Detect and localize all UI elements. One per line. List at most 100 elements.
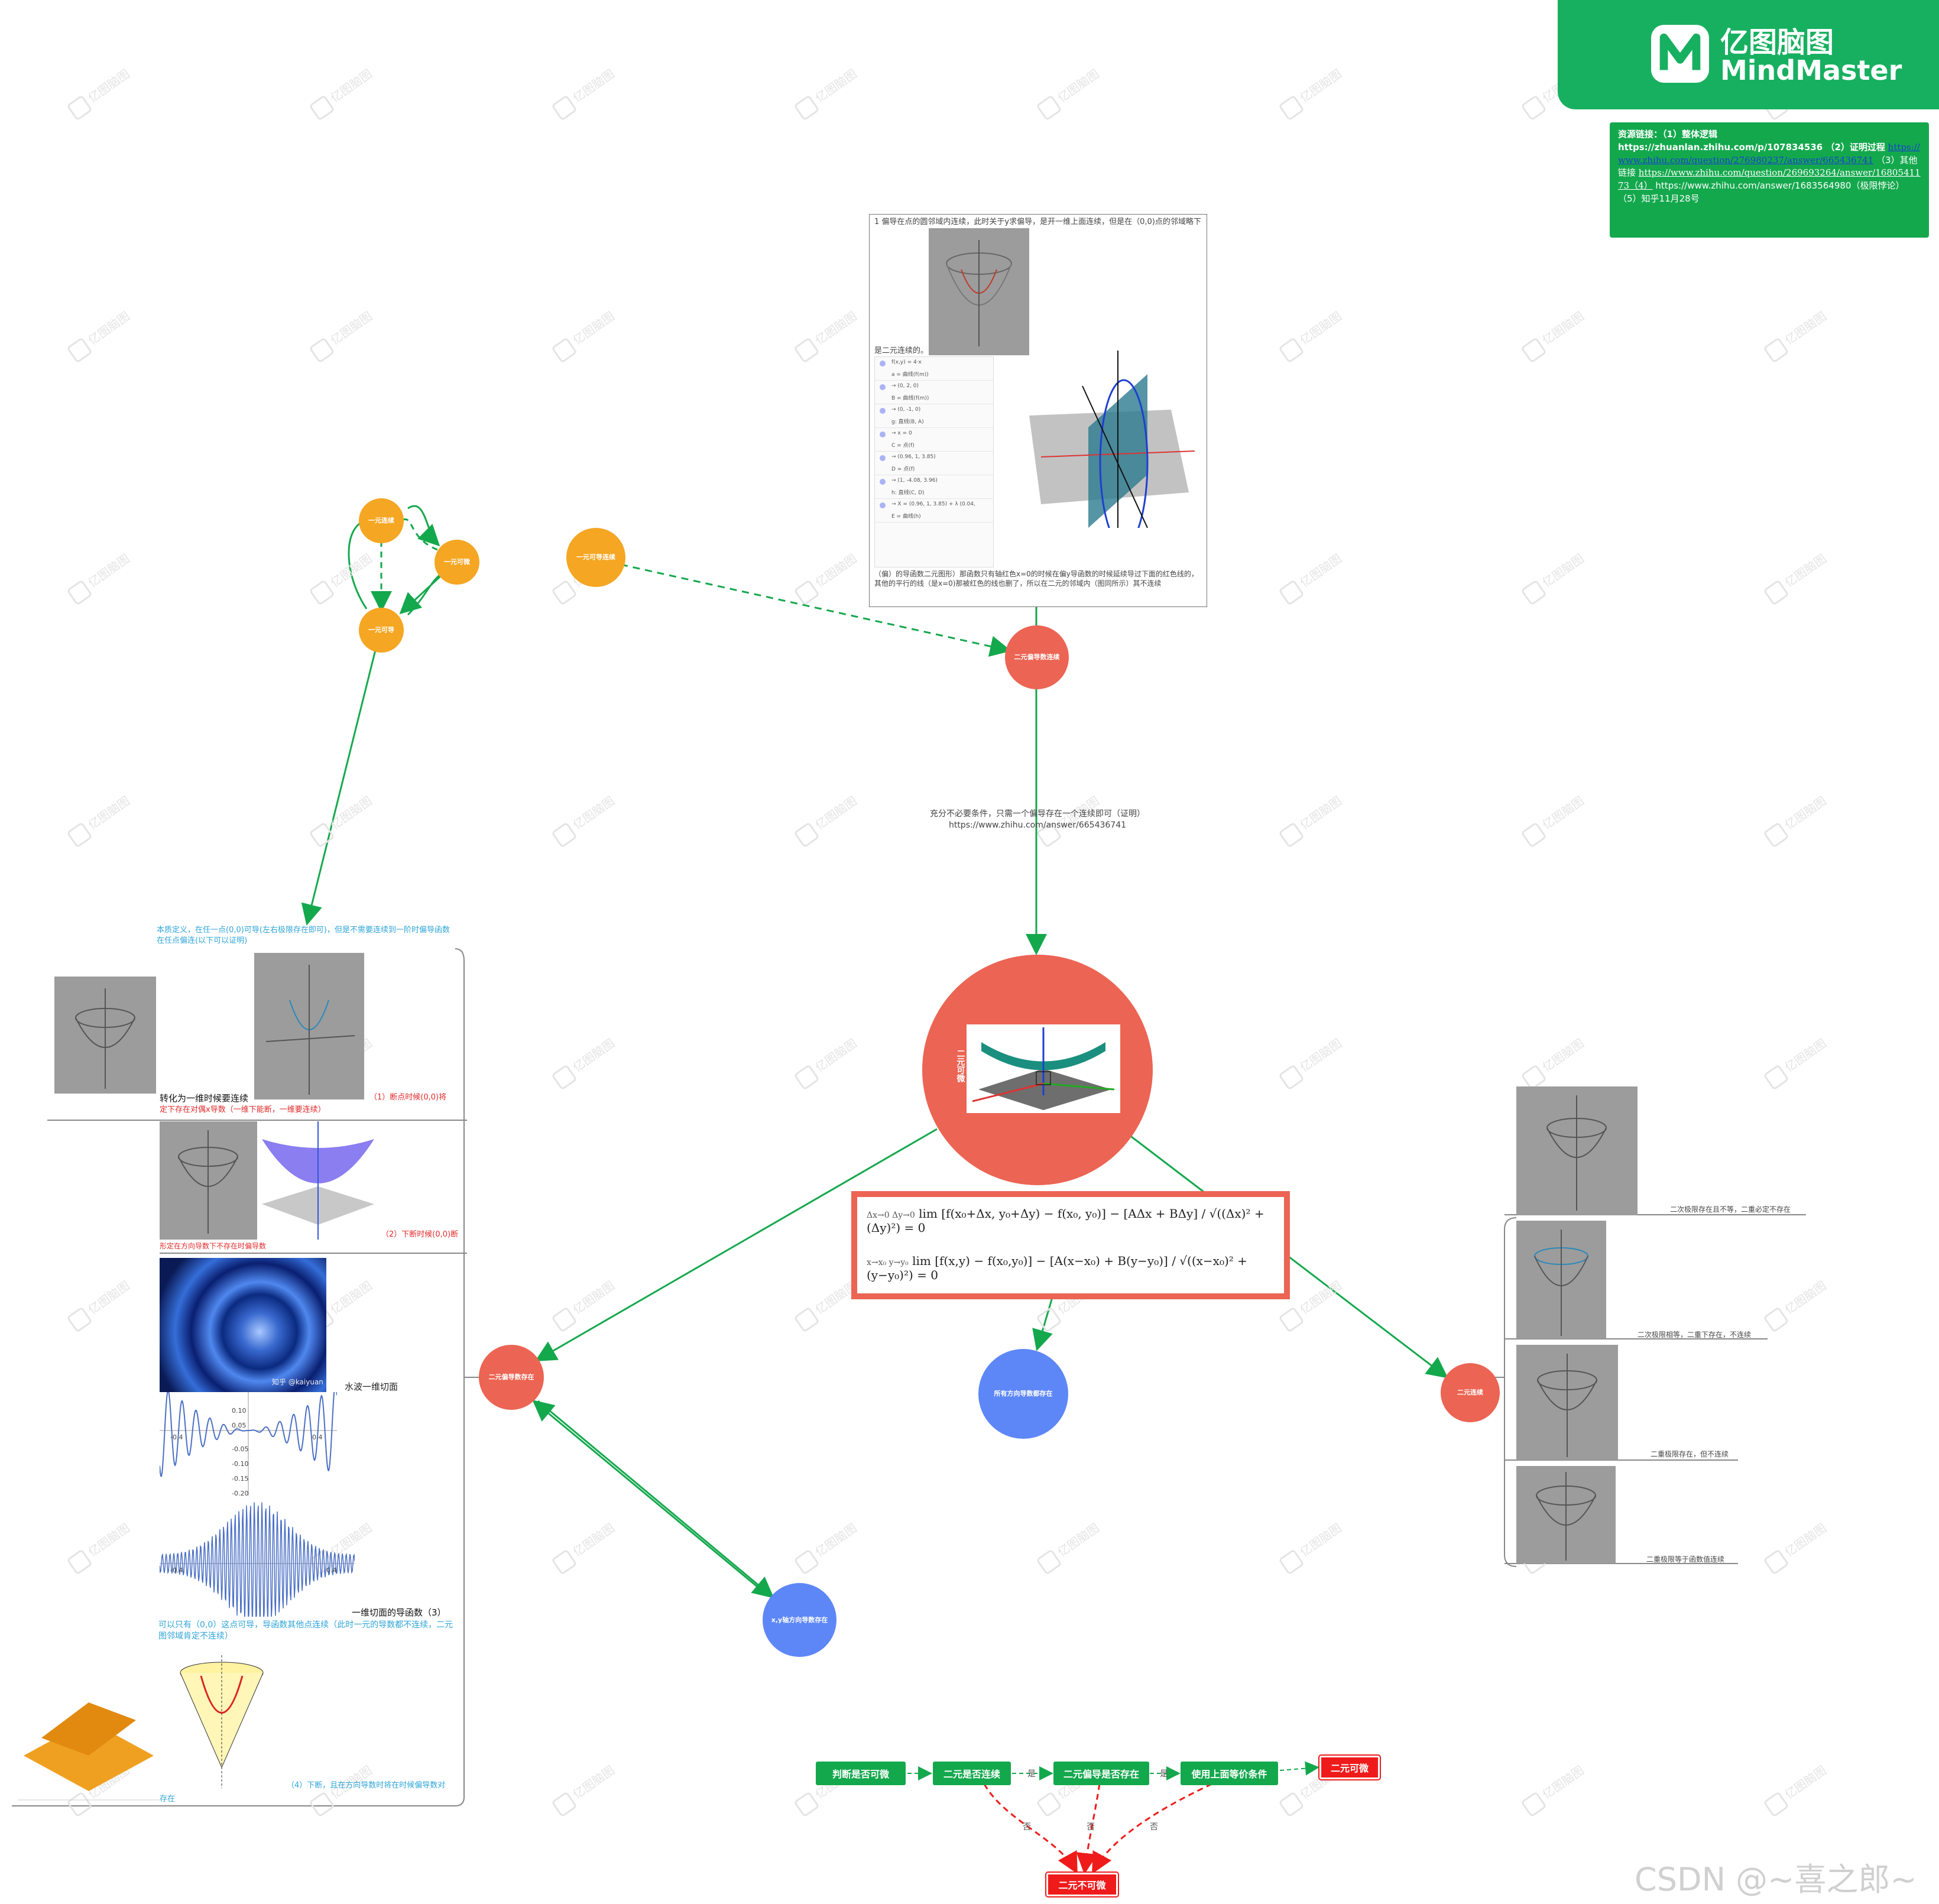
geogebra-row: C = 点(f) [875, 439, 993, 452]
node-partial-derivative-continuous[interactable]: 二元偏导数连续 [1005, 625, 1069, 689]
node-xy-partial-derivatives[interactable]: x,y轴方向导数存在 [763, 1583, 836, 1657]
geogebra-visibility-icon[interactable] [880, 408, 886, 414]
edge-label-sufficient: 充分不必要条件，只需一个偏导存在一个连续即可（证明）https://www.zh… [930, 809, 1145, 830]
cone-sketch [160, 1649, 284, 1791]
left-note-2b: （2）下断时候(0,0)断 [381, 1230, 459, 1239]
right-note-4: 二重极限等于函数值连续 [1646, 1555, 1725, 1564]
brand-banner: 亿图脑图 MindMaster [1558, 0, 1939, 109]
derivative-curve [159, 1502, 355, 1625]
node-partial-derivatives-exist[interactable]: 二元偏导数存在 [479, 1345, 544, 1410]
x-tick-label: -0.4 [170, 1433, 183, 1441]
top-photo-paraboloid [929, 228, 1029, 355]
flow-partial-exists[interactable]: 二元偏导是否存在 [1053, 1762, 1149, 1785]
right-photo-1 [1516, 1086, 1638, 1215]
saddle-render [18, 1667, 160, 1803]
resource-mid: （3）其他链接 [1618, 154, 1918, 179]
right-brace [1504, 1217, 1517, 1567]
resource-link-1[interactable]: https://www.zhihu.com/question/276980237… [1618, 141, 1920, 166]
geogebra-row: a = 曲线(f(m)) [875, 368, 993, 381]
center-surface-image [967, 1024, 1120, 1113]
cross-section-curve [159, 1384, 338, 1477]
node-one-var-derivable[interactable]: 一元可导 [359, 608, 404, 653]
top-note-panel: 1 偏导在点的圆邻域内连续，此时关于y求偏导，是开一维上面连续，但是在（0,0)… [869, 214, 1207, 607]
geogebra-visibility-icon[interactable] [880, 479, 886, 485]
y-tick-label: -0.15 [232, 1475, 248, 1483]
flow-result-differentiable[interactable]: 二元可微 [1318, 1754, 1381, 1780]
flow-bivariate-continuous[interactable]: 二元是否连续 [933, 1762, 1011, 1785]
flow-result-not-differentiable[interactable]: 二元不可微 [1045, 1871, 1119, 1897]
left-note-1: （1）断点时候(0,0)将 [369, 1093, 447, 1102]
node-one-var-continuous[interactable]: 一元连续 [359, 498, 404, 543]
left-note-definition: 本质定义，在任一点(0,0)可导(左右极限存在即可)，但是不需要连续到一阶时偏导… [157, 926, 450, 945]
node-all-directional-derivatives[interactable]: 所有方向导数都存在 [978, 1349, 1068, 1439]
csdn-watermark: CSDN @~喜之郎~ [1635, 1861, 1917, 1898]
flow-use-equivalent[interactable]: 使用上面等价条件 [1181, 1762, 1278, 1785]
edge-deriv-leftpanel [301, 650, 377, 926]
node-one-var-differentiable[interactable]: 一元可微 [435, 540, 479, 585]
x-tick-label: 0.4 [326, 1566, 337, 1574]
edge-center-pe [534, 1128, 938, 1362]
left-note-4b: 可以只有（0,0）这点可导，导函数其他点连续（此时一元的导数都不连续，二元图邻域… [158, 1620, 453, 1641]
geogebra-row: → x = 0 [875, 428, 993, 439]
left-photo-2 [254, 953, 364, 1099]
node-bivariate-continuous[interactable]: 二元连续 [1441, 1363, 1500, 1422]
left-brace [455, 948, 465, 1806]
formula-line-1: Δx→0 Δy→0 lim [f(x₀+Δx, y₀+Δy) − f(x₀, y… [867, 1206, 1264, 1235]
top-note-text-1: 1 偏导在点的圆邻域内连续，此时关于y求偏导，是开一维上面连续，但是在（0,0)… [874, 218, 1201, 226]
geogebra-visibility-icon[interactable] [880, 384, 886, 390]
geogebra-row: → (0, -1, 0) [875, 404, 993, 415]
x-tick-label: -0.4 [170, 1566, 183, 1574]
y-tick-label: -0.05 [232, 1445, 248, 1453]
edge-xy-pe [532, 1400, 769, 1597]
geogebra-visibility-icon[interactable] [880, 455, 886, 461]
geogebra-row: h: 直线(C, D) [875, 486, 993, 499]
resource-note: 资源链接：（1）整体逻辑https://zhuanlan.zhihu.com/p… [1610, 122, 1929, 238]
left-note-4a: 一维切面的导函数（3） [352, 1607, 446, 1618]
resource-link-2[interactable]: https://www.zhihu.com/question/269693264… [1618, 167, 1921, 191]
flow-yes-2: 是 [1160, 1769, 1168, 1779]
geogebra-3d-view [1023, 351, 1198, 547]
geogebra-row: f(x,y) = 4·x [875, 357, 993, 368]
right-photo-4 [1516, 1466, 1616, 1564]
geogebra-visibility-icon[interactable] [880, 361, 886, 366]
flow-no-1: 否 [1023, 1822, 1031, 1832]
right-note-1: 二次极限存在且不等，二重必定不存在 [1670, 1205, 1791, 1214]
left-note-5: （4）下断，且在方向导数时将在时候偏导数对 [287, 1781, 446, 1790]
x-tick-label: 0.4 [312, 1433, 323, 1441]
geogebra-row: → (1, -4.08, 3.96) [875, 475, 993, 486]
left-cone-render [256, 1121, 380, 1240]
y-tick-label: -0.20 [232, 1490, 248, 1496]
y-tick-label: -0.10 [232, 1460, 248, 1468]
y-tick-label: 0.05 [232, 1422, 247, 1429]
brand-name-cn: 亿图脑图 [1720, 26, 1834, 59]
formula-line-2: x→x₀ y→y₀ lim [f(x,y) − f(x₀,y₀)] − [A(x… [867, 1254, 1247, 1282]
edge-diff-cont [401, 518, 438, 551]
ripple-image [160, 1258, 326, 1392]
edge-pe-xy [537, 1400, 774, 1598]
node-one-var-partial-continuous[interactable]: 一元可导连续 [566, 528, 625, 587]
resource-tail: https://www.zhihu.com/answer/1683564980（… [1618, 180, 1905, 204]
mindmaster-logo-icon [1651, 25, 1709, 83]
geogebra-visibility-icon[interactable] [880, 502, 886, 508]
edge-center-ad [1032, 1297, 1053, 1351]
geogebra-row: → X = (0.96, 1, 3.85) + λ (0.04, [875, 499, 993, 510]
differentiability-formula: Δx→0 Δy→0 lim [f(x₀+Δx, y₀+Δy) − f(x₀, y… [851, 1191, 1290, 1299]
geogebra-visibility-icon[interactable] [880, 432, 886, 437]
derivative-plot: -0.4 0.4 [159, 1498, 355, 1625]
top-note-text-3: （偏）的导函数二元图形）那函数只有轴红色x=0的时候在偏y导函数的时候延续导过下… [874, 570, 1198, 588]
right-photo-3 [1516, 1345, 1618, 1460]
left-note-2a: 形定在方向导数下不存在时偏导数 [160, 1242, 267, 1250]
left-note-1c: 定下存在对偶x导数（一维下能断，一维要连续） [160, 1105, 326, 1114]
resource-lead: 资源链接：（1）整体逻辑https://zhuanlan.zhihu.com/p… [1618, 129, 1885, 153]
flow-judge-differentiable[interactable]: 判断是否可微 [816, 1762, 906, 1785]
right-note-3: 二重极限存在，但不连续 [1651, 1450, 1729, 1458]
left-photo-1 [54, 977, 156, 1094]
edge-cont-diff [407, 505, 440, 547]
node-bivariate-differentiable[interactable]: 二元可微 [922, 955, 1153, 1185]
left-note-ripple-credit: 知乎 @kaiyuan [272, 1378, 323, 1386]
geogebra-row: E = 曲线(h) [875, 510, 993, 523]
left-note-1b: 转化为一维时候要连续 [160, 1093, 249, 1104]
flow-no-3: 否 [1150, 1822, 1158, 1832]
geogebra-row: D = 点(f) [875, 462, 993, 475]
